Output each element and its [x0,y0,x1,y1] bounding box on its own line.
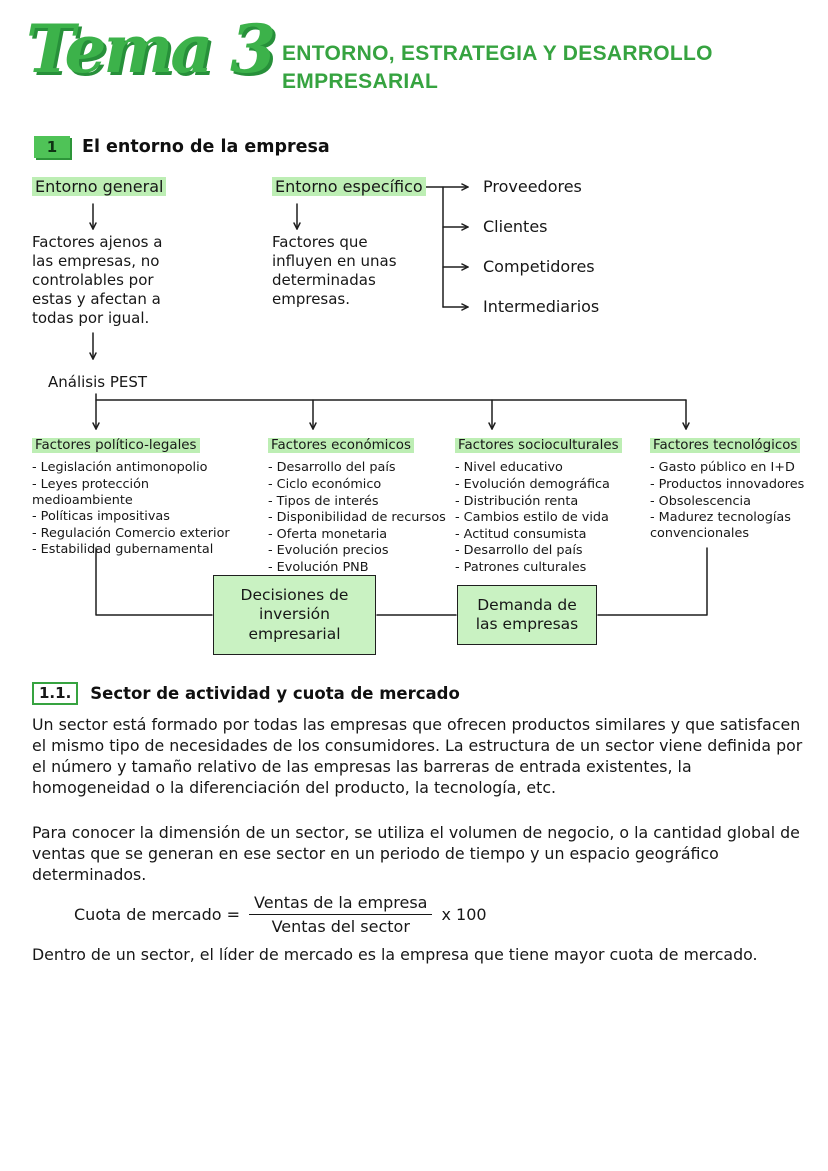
stakeholder-intermediarios: Intermediarios [483,297,600,316]
pest-item: - Ciclo económico [268,476,382,492]
sector-dimension-paragraph: Para conocer la dimensión de un sector, … [32,823,800,885]
pest-item: - Nivel educativo [455,460,563,476]
pest-item: - Desarrollo del país [455,543,583,559]
fraction-denominator: Ventas del sector [271,917,410,936]
pest-item: - Productos innovadores [650,476,805,492]
pest-column-socioculturales: Factores socioculturales - Nivel educati… [455,438,633,577]
demanda-empresas-box: Demanda de las empresas [457,585,597,645]
entorno-especifico-label: Entorno específico [272,177,426,196]
pest-column-title: Factores económicos [268,438,454,454]
pest-item: - Políticas impositivas [32,509,170,525]
section-1-title: El entorno de la empresa [82,137,330,157]
pest-item: - Tipos de interés [268,493,379,509]
pest-column-title: Factores tecnológicos [650,438,810,454]
market-share-formula: Cuota de mercado = Ventas de la empresa … [74,893,487,936]
stakeholder-proveedores: Proveedores [483,177,582,196]
subtitle-line1: ENTORNO, ESTRATEGIA Y DESARROLLO [282,42,713,65]
subtitle-line2: EMPRESARIAL [282,69,439,93]
pest-item: - Actitud consumista [455,526,587,542]
pest-item: - Distribución renta [455,493,579,509]
pest-column-tecnologicos: Factores tecnológicos - Gasto público en… [650,438,810,542]
pest-column-politico-legales: Factores político-legales - Legislación … [32,438,250,559]
pest-item: - Regulación Comercio exterior [32,525,230,541]
pest-item: - Estabilidad gubernamental [32,542,214,558]
stakeholder-competidores: Competidores [483,257,595,276]
entorno-especifico-text: Entorno específico [272,177,426,196]
section-1-heading: 1 El entorno de la empresa [34,136,330,158]
pest-column-title-text: Factores económicos [268,438,414,453]
pest-item: - Oferta monetaria [268,526,388,542]
decisiones-inversion-box: Decisiones de inversión empresarial [213,575,376,655]
sector-definition-paragraph: Un sector está formado por todas las emp… [32,715,803,798]
formula-lhs: Cuota de mercado = [74,905,241,924]
pest-item: - Evolución demográfica [455,476,610,492]
entorno-especifico-description: Factores que influyen en unas determinad… [272,233,397,309]
formula-multiplier: x 100 [441,905,487,924]
pest-item: - Desarrollo del país [268,460,396,476]
pest-item: - Gasto público en I+D [650,460,795,476]
entorno-general-label: Entorno general [32,177,167,196]
pest-column-title-text: Factores socioculturales [455,438,622,453]
pest-column-title: Factores político-legales [32,438,250,454]
pest-item: - Evolución PNB [268,560,369,575]
section-1-1-heading: 1.1. Sector de actividad y cuota de merc… [32,682,460,705]
market-share-fraction: Ventas de la empresa Ventas del sector [249,893,433,936]
entorno-general-description: Factores ajenos a las empresas, no contr… [32,233,163,328]
pest-item: - Madurez tecnologías convencionales [650,510,791,541]
pest-column-title: Factores socioculturales [455,438,633,454]
fraction-numerator: Ventas de la empresa [249,893,433,915]
section-1-1-title: Sector de actividad y cuota de mercado [90,684,460,703]
pest-column-title-text: Factores tecnológicos [650,438,801,453]
pest-item: - Patrones culturales [455,560,587,575]
pest-item: - Obsolescencia [650,493,751,509]
pest-item: - Leyes protección medioambiente [32,476,150,508]
pest-item: - Legislación antimonopolio [32,460,208,476]
section-1-number-badge: 1 [34,136,70,158]
market-leader-paragraph: Dentro de un sector, el líder de mercado… [32,945,758,964]
pest-item: - Evolución precios [268,543,389,559]
entorno-general-text: Entorno general [32,177,167,196]
analisis-pest-label: Análisis PEST [48,373,148,391]
page-subtitle: ENTORNO, ESTRATEGIA Y DESARROLLO EMPRESA… [282,40,782,95]
pest-item: - Cambios estilo de vida [455,510,609,526]
pest-column-economicos: Factores económicos - Desarrollo del paí… [268,438,454,577]
section-1-1-number-badge: 1.1. [32,682,79,705]
page-title: Tema 3 [26,10,276,88]
stakeholder-clientes: Clientes [483,217,548,236]
pest-item: - Disponibilidad de recursos [268,510,446,526]
pest-column-title-text: Factores político-legales [32,438,200,453]
